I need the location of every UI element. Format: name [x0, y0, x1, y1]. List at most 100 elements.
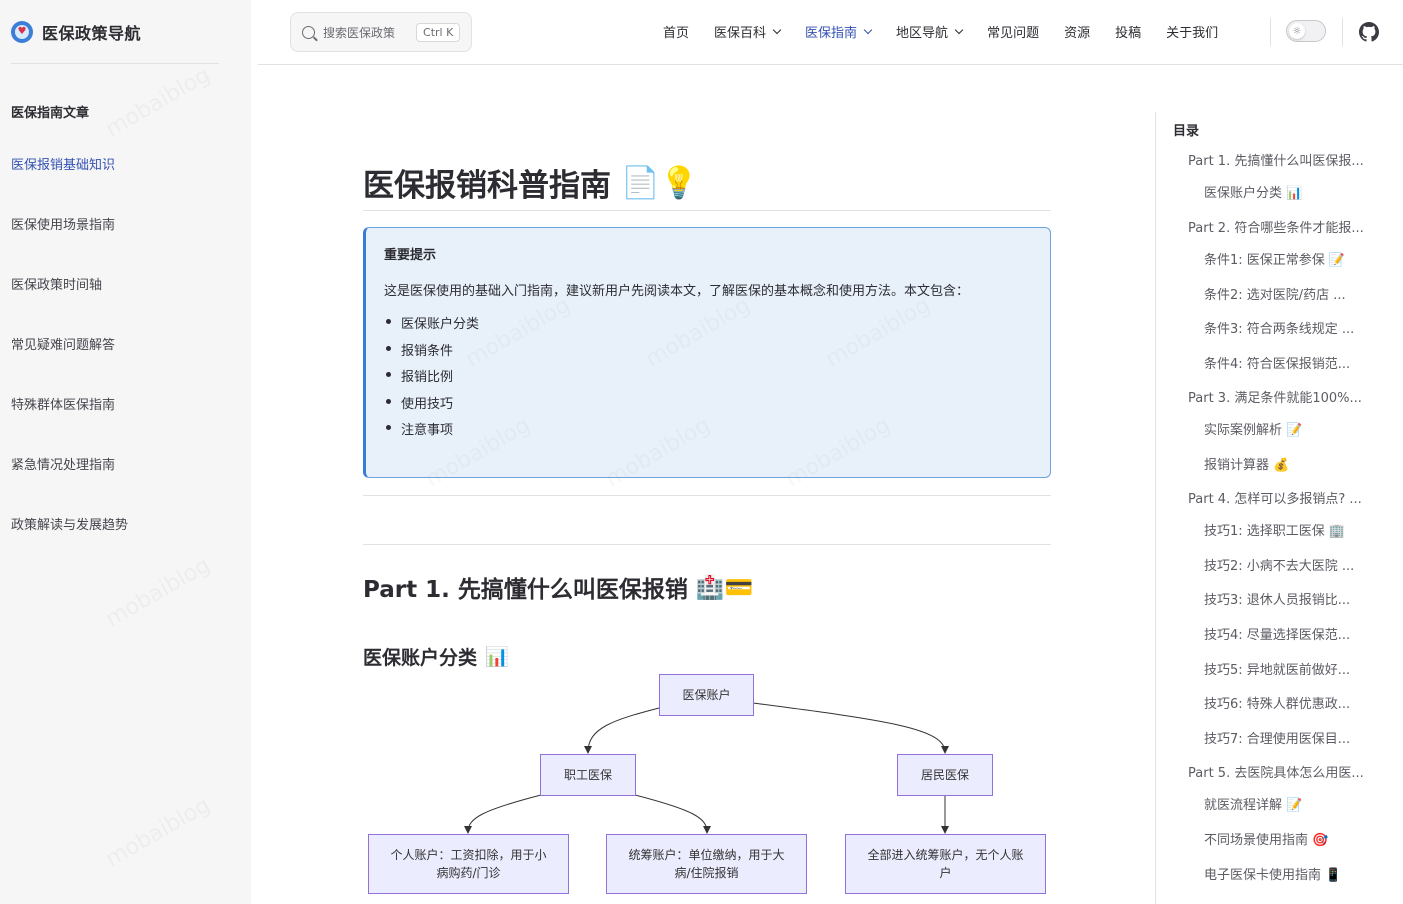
- nav-home[interactable]: 首页: [663, 22, 689, 41]
- top-navbar: 搜索医保政策 Ctrl K 首页 医保百科 医保指南 地区导航 常见问题 资源 …: [258, 0, 1403, 65]
- nav-about-label: 关于我们: [1166, 26, 1219, 41]
- account-flowchart: 医保账户 职工医保 居民医保 个人账户：工资扣除，用于小病购药/门诊 统筹账户：…: [363, 670, 1051, 904]
- table-of-contents: 目录 Part 1. 先搞懂什么叫医保报... 医保账户分类 📊 Part 2.…: [1155, 112, 1403, 904]
- toc-item[interactable]: 技巧1: 选择职工医保 🏢: [1204, 524, 1346, 539]
- toc-item[interactable]: 报销计算器 💰: [1204, 458, 1290, 473]
- toc-item[interactable]: 技巧5: 异地就医前做好...: [1204, 663, 1351, 678]
- edge-employee-pooled: [634, 794, 711, 834]
- account-types-heading-text: 医保账户分类: [363, 647, 478, 669]
- nav-faq-label: 常见问题: [987, 26, 1040, 41]
- sidebar-item-emergency[interactable]: 紧急情况处理指南: [11, 458, 116, 473]
- chevron-down-icon: [772, 25, 782, 35]
- nav-guide[interactable]: 医保指南: [805, 22, 873, 41]
- page-title-text: 医保报销科普指南: [363, 168, 611, 204]
- sidebar-nav: 医保报销基础知识 医保使用场景指南 医保政策时间轴 常见疑难问题解答 特殊群体医…: [11, 154, 128, 574]
- divider: [1270, 18, 1271, 46]
- node-resident-pooled: 全部进入统筹账户，无个人账户: [845, 834, 1046, 894]
- sidebar-item-basics[interactable]: 医保报销基础知识: [11, 158, 116, 173]
- nav-encyclopedia[interactable]: 医保百科: [714, 22, 782, 41]
- chevron-down-icon: [954, 25, 964, 35]
- nav-regions[interactable]: 地区导航: [896, 22, 964, 41]
- nav-resources-label: 资源: [1064, 26, 1091, 41]
- toc-item[interactable]: Part 2. 符合哪些条件才能报...: [1188, 221, 1364, 236]
- toc-item[interactable]: 条件3: 符合两条线规定 ...: [1204, 322, 1355, 337]
- account-types-heading: 医保账户分类 📊: [363, 643, 509, 670]
- toc-item[interactable]: Part 3. 满足条件就能100%...: [1188, 391, 1362, 406]
- toc-item[interactable]: Part 4. 怎样可以多报销点? ...: [1188, 492, 1362, 507]
- node-medical-account: 医保账户: [659, 674, 754, 716]
- sidebar-item-faq[interactable]: 常见疑难问题解答: [11, 338, 116, 353]
- nav-about[interactable]: 关于我们: [1166, 22, 1218, 41]
- toc-item[interactable]: 技巧3: 退休人员报销比...: [1204, 593, 1351, 608]
- nav-submit-label: 投稿: [1115, 26, 1142, 41]
- sidebar-item-scenarios[interactable]: 医保使用场景指南: [11, 218, 116, 233]
- toc-item[interactable]: Part 1. 先搞懂什么叫医保报...: [1188, 154, 1364, 169]
- sidebar-section-heading: 医保指南文章: [11, 106, 90, 121]
- main-nav: 首页 医保百科 医保指南 地区导航 常见问题 资源 投稿 关于我们: [663, 22, 1243, 41]
- divider: [363, 544, 1051, 545]
- toc-item[interactable]: 技巧7: 合理使用医保目...: [1204, 732, 1351, 747]
- toc-item[interactable]: 实际案例解析 📝: [1204, 423, 1303, 438]
- page-title: 医保报销科普指南 📄💡: [363, 160, 698, 205]
- bar-chart-icon: 📊: [485, 646, 509, 668]
- nav-submit[interactable]: 投稿: [1115, 22, 1141, 41]
- sidebar-item-special-groups[interactable]: 特殊群体医保指南: [11, 398, 116, 413]
- toc-item[interactable]: 技巧6: 特殊人群优惠政...: [1204, 697, 1351, 712]
- sidebar-item-policy-trends[interactable]: 政策解读与发展趋势: [11, 518, 129, 533]
- github-icon[interactable]: [1359, 22, 1379, 42]
- flowchart-edges: [464, 702, 949, 834]
- divider: [1342, 18, 1343, 46]
- nav-guide-label: 医保指南: [805, 26, 858, 41]
- edge-root-resident: [752, 702, 949, 754]
- important-tip-box: 重要提示 这是医保使用的基础入门指南，建议新用户先阅读本文，了解医保的基本概念和…: [363, 227, 1051, 478]
- sidebar: ♥ 医保政策导航 医保指南文章 医保报销基础知识 医保使用场景指南 医保政策时间…: [0, 0, 251, 904]
- search-shortcut-badge: Ctrl K: [416, 22, 461, 42]
- tip-list: 医保账户分类 报销条件 报销比例 使用技巧 注意事项: [384, 313, 1032, 446]
- search-placeholder: 搜索医保政策: [323, 25, 396, 40]
- sun-icon: ☼: [1289, 23, 1305, 39]
- edge-employee-personal: [464, 794, 542, 834]
- toc-item[interactable]: 医保账户分类 📊: [1204, 186, 1303, 201]
- search-button[interactable]: 搜索医保政策 Ctrl K: [290, 12, 472, 52]
- nav-faq[interactable]: 常见问题: [987, 22, 1039, 41]
- tip-title: 重要提示: [384, 248, 437, 263]
- divider: [363, 210, 1051, 211]
- edge-root-employee: [584, 707, 660, 754]
- node-resident-insurance: 居民医保: [897, 754, 993, 796]
- toc-item[interactable]: 条件4: 符合医保报销范...: [1204, 357, 1351, 372]
- list-item: 报销比例: [384, 366, 1032, 393]
- toc-item[interactable]: 条件2: 选对医院/药店 ...: [1204, 288, 1346, 303]
- node-pooled-account: 统筹账户：单位缴纳，用于大病/住院报销: [606, 834, 807, 894]
- nav-encyclopedia-label: 医保百科: [714, 26, 767, 41]
- toc-item[interactable]: 条件1: 医保正常参保 📝: [1204, 253, 1346, 268]
- toc-item[interactable]: 不同场景使用指南 🎯: [1204, 833, 1329, 848]
- toc-title: 目录: [1173, 124, 1200, 139]
- brand[interactable]: ♥ 医保政策导航: [11, 20, 141, 44]
- list-item: 注意事项: [384, 419, 1032, 446]
- divider: [11, 63, 219, 64]
- part1-heading-text: Part 1. 先搞懂什么叫医保报销: [363, 577, 688, 603]
- theme-toggle[interactable]: ☼: [1286, 20, 1326, 42]
- divider: [363, 495, 1051, 496]
- nav-regions-label: 地区导航: [896, 26, 949, 41]
- list-item: 报销条件: [384, 340, 1032, 367]
- list-item: 医保账户分类: [384, 313, 1032, 340]
- tip-body: 这是医保使用的基础入门指南，建议新用户先阅读本文，了解医保的基本概念和使用方法。…: [384, 284, 970, 299]
- node-employee-insurance: 职工医保: [540, 754, 636, 796]
- toc-item[interactable]: Part 5. 去医院具体怎么用医...: [1188, 766, 1364, 781]
- nav-resources[interactable]: 资源: [1064, 22, 1090, 41]
- part1-heading: Part 1. 先搞懂什么叫医保报销 🏥💳: [363, 570, 753, 604]
- sidebar-item-timeline[interactable]: 医保政策时间轴: [11, 278, 103, 293]
- list-item: 使用技巧: [384, 393, 1032, 420]
- hospital-card-icon: 🏥💳: [695, 574, 754, 601]
- node-personal-account: 个人账户：工资扣除，用于小病购药/门诊: [368, 834, 569, 894]
- toc-item[interactable]: 技巧4: 尽量选择医保范...: [1204, 628, 1351, 643]
- toc-item[interactable]: 就医流程详解 📝: [1204, 798, 1303, 813]
- search-icon: [302, 25, 315, 39]
- nav-home-label: 首页: [663, 26, 690, 41]
- toc-item[interactable]: 技巧2: 小病不去大医院 ...: [1204, 559, 1355, 574]
- chevron-down-icon: [863, 25, 873, 35]
- toc-item[interactable]: 电子医保卡使用指南 📱: [1204, 868, 1342, 883]
- heart-shield-logo-icon: ♥: [11, 21, 33, 43]
- brand-title: 医保政策导航: [42, 24, 142, 43]
